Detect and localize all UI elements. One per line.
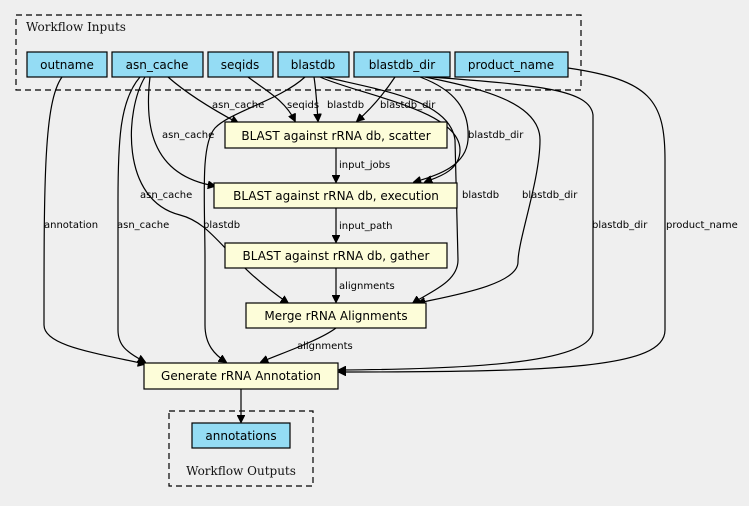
- edge-outname-generate: [43, 76, 145, 364]
- edge-label-blastdb-3: blastdb: [462, 190, 499, 201]
- node-generate-annotation[interactable]: Generate rRNA Annotation: [143, 362, 339, 390]
- edge-seqids-scatter: [247, 76, 295, 121]
- node-blastdb-dir-label: blastdb_dir: [369, 58, 435, 72]
- node-asn-cache[interactable]: asn_cache: [111, 51, 204, 78]
- node-blast-scatter[interactable]: BLAST against rRNA db, scatter: [224, 121, 448, 149]
- edge-label-blastdb-1: blastdb: [327, 100, 364, 111]
- edge-label-product-name: product_name: [666, 220, 738, 231]
- edge-blastdb-merge: [324, 76, 459, 303]
- edge-blastdb-dir-merge: [418, 76, 541, 303]
- edge-label-alignments-1: alignments: [339, 281, 395, 292]
- edge-product-name-generate: [339, 67, 666, 372]
- edge-blastdb-generate: [203, 76, 306, 362]
- step-nodes: BLAST against rRNA db, scatter BLAST aga…: [143, 121, 458, 390]
- input-nodes: outname asn_cache seqids blastdb blastdb…: [26, 51, 569, 78]
- node-blastdb[interactable]: blastdb: [277, 51, 350, 78]
- edge-label-seqids: seqids: [287, 100, 319, 111]
- node-blast-execution[interactable]: BLAST against rRNA db, execution: [213, 182, 458, 209]
- edge-blastdb-dir-execution: [414, 76, 469, 182]
- edge-blastdb-scatter: [313, 76, 318, 121]
- node-seqids[interactable]: seqids: [207, 51, 274, 78]
- workflow-inputs-cluster: Workflow Inputs: [15, 14, 582, 91]
- edge-label-blastdb-dir-2: blastdb_dir: [468, 130, 524, 141]
- edges: annotation asn_cache asn_cache asn_cache…: [43, 67, 738, 422]
- node-annotations[interactable]: annotations: [191, 422, 291, 449]
- edge-label-blastdb-dir-3: blastdb_dir: [522, 190, 578, 201]
- edge-label-alignments-2: alignments: [297, 341, 353, 352]
- node-blastdb-dir[interactable]: blastdb_dir: [353, 51, 451, 78]
- node-blast-scatter-label: BLAST against rRNA db, scatter: [241, 129, 430, 143]
- node-blastdb-label: blastdb: [291, 58, 336, 72]
- node-outname-label: outname: [40, 58, 94, 72]
- edge-label-blastdb-dir-1: blastdb_dir: [380, 100, 436, 111]
- edge-label-asn-cache-2: asn_cache: [162, 130, 214, 141]
- node-blast-gather[interactable]: BLAST against rRNA db, gather: [224, 242, 448, 269]
- edge-asn-cache-execution: [147, 76, 215, 186]
- node-annotations-label: annotations: [205, 429, 276, 443]
- node-blast-execution-label: BLAST against rRNA db, execution: [233, 189, 439, 203]
- edge-label-blastdb-2: blastdb: [203, 220, 240, 231]
- node-seqids-label: seqids: [221, 58, 259, 72]
- workflow-outputs-title: Workflow Outputs: [186, 464, 296, 478]
- edge-label-input-jobs: input_jobs: [339, 160, 390, 171]
- edge-label-asn-cache-1: asn_cache: [212, 100, 264, 111]
- edge-label-asn-cache-3: asn_cache: [140, 190, 192, 201]
- node-blast-gather-label: BLAST against rRNA db, gather: [243, 249, 430, 263]
- node-merge-alignments-label: Merge rRNA Alignments: [264, 309, 407, 323]
- edge-label-annotation: annotation: [44, 220, 98, 231]
- node-asn-cache-label: asn_cache: [126, 58, 189, 72]
- edge-blastdb-dir-scatter: [357, 76, 396, 121]
- workflow-inputs-title: Workflow Inputs: [26, 20, 126, 34]
- node-merge-alignments[interactable]: Merge rRNA Alignments: [245, 302, 427, 329]
- node-product-name[interactable]: product_name: [454, 51, 569, 78]
- node-product-name-label: product_name: [468, 58, 554, 72]
- edge-asn-cache-generate: [117, 76, 145, 362]
- node-outname[interactable]: outname: [26, 51, 108, 78]
- edge-merge-generate: [261, 327, 337, 362]
- edge-label-blastdb-dir-4: blastdb_dir: [592, 220, 648, 231]
- edge-blastdb-dir-generate: [339, 76, 594, 370]
- node-generate-annotation-label: Generate rRNA Annotation: [161, 369, 321, 383]
- edge-asn-cache-scatter: [167, 76, 238, 123]
- edge-label-input-path: input_path: [339, 221, 392, 232]
- edge-label-asn-cache-4: asn_cache: [117, 220, 169, 231]
